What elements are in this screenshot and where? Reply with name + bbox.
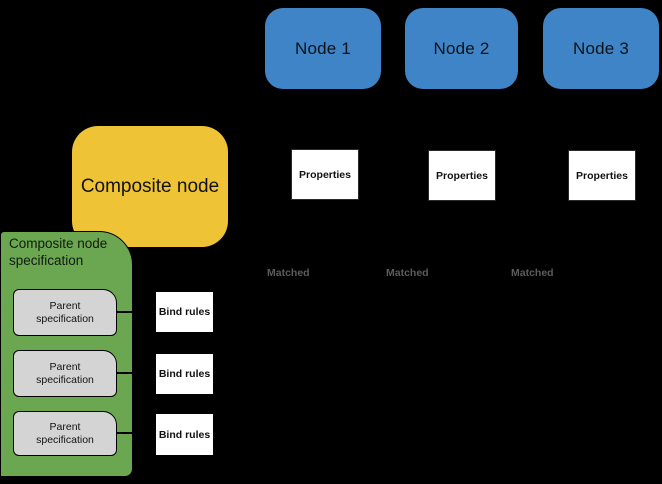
parent-specification-2-label: Parent specification bbox=[36, 360, 94, 386]
node-2-shape: Node 2 bbox=[405, 8, 518, 89]
composite-node-label: Composite node bbox=[80, 175, 220, 197]
bind-rules-1: Bind rules bbox=[155, 291, 214, 333]
properties-box-1-label: Properties bbox=[299, 168, 351, 181]
node-1-shape: Node 1 bbox=[265, 8, 381, 89]
properties-box-1: Properties bbox=[291, 149, 359, 200]
bind-rules-1-label: Bind rules bbox=[158, 306, 211, 318]
parent-specification-1-label: Parent specification bbox=[36, 299, 94, 325]
matched-label-1: Matched bbox=[267, 267, 310, 279]
bind-rules-2: Bind rules bbox=[155, 353, 214, 395]
properties-box-3-label: Properties bbox=[576, 169, 628, 182]
matched-label-2: Matched bbox=[386, 267, 429, 279]
properties-box-2: Properties bbox=[428, 150, 496, 201]
properties-box-2-label: Properties bbox=[436, 169, 488, 182]
properties-box-3: Properties bbox=[568, 150, 636, 201]
node-2-label: Node 2 bbox=[433, 38, 490, 58]
bind-rules-3-label: Bind rules bbox=[158, 428, 211, 441]
node-3-label: Node 3 bbox=[572, 38, 630, 58]
composite-node-shape: Composite node bbox=[72, 126, 228, 247]
bind-rules-2-label: Bind rules bbox=[158, 368, 211, 380]
parent-specification-2: Parent specification bbox=[13, 350, 117, 397]
parent-specification-3: Parent specification bbox=[13, 411, 117, 456]
bind-rules-3: Bind rules bbox=[155, 413, 214, 456]
connector-parent3-bind3 bbox=[114, 432, 158, 434]
node-1-label: Node 1 bbox=[294, 38, 352, 58]
connector-parent1-bind1 bbox=[114, 311, 158, 313]
node-3-shape: Node 3 bbox=[543, 8, 659, 89]
parent-specification-3-label: Parent specification bbox=[36, 420, 94, 446]
matched-label-3: Matched bbox=[511, 267, 554, 279]
parent-specification-1: Parent specification bbox=[13, 289, 117, 336]
connector-parent2-bind2 bbox=[114, 372, 158, 374]
spec-panel-title: Composite node specification bbox=[9, 236, 108, 268]
